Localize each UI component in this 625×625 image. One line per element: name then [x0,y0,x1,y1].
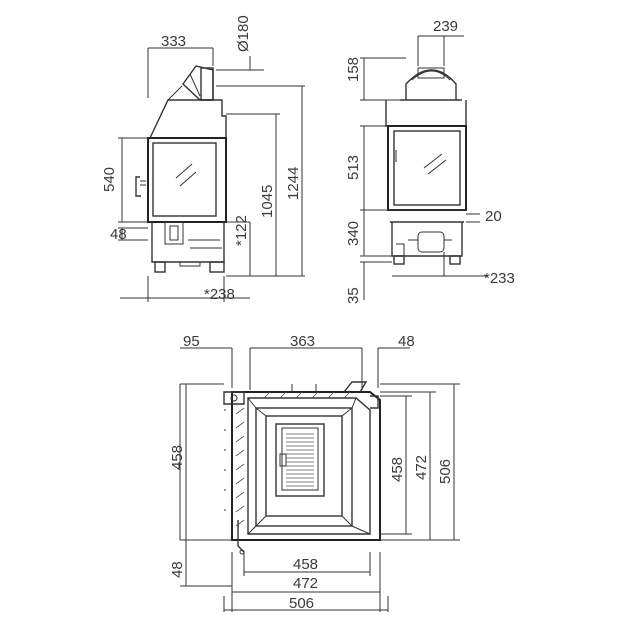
dim-right-472: 472 [413,455,430,480]
dim-inlet-233: *233 [484,270,515,287]
dim-diameter: Ø180 [235,15,252,52]
dim-glass-height: 540 [101,167,118,192]
dim-flue-height: 158 [345,57,362,82]
dim-bottom-472: 472 [293,575,318,592]
plan-view: 95 363 48 458 48 458 472 506 458 472 506 [169,333,460,612]
dim-bottom-458: 458 [293,556,318,573]
dim-right-458: 458 [389,457,406,482]
dim-door-height: 513 [345,155,362,180]
dim-width-flue: 333 [161,33,186,50]
dim-top-363: 363 [290,333,315,350]
front-view: 239 158 513 340 35 20 *233 [345,18,515,304]
dim-lower-height: 340 [345,221,362,246]
side-view: 333 Ø180 540 48 *122 1045 1244 *238 [101,15,305,303]
dim-right-48: 48 [398,333,415,350]
dim-height-122: *122 [233,215,250,246]
dim-height-1045: 1045 [259,185,276,218]
dim-foot-height: 35 [345,287,362,304]
dim-bottom-506: 506 [289,595,314,612]
dim-base-height: 48 [110,226,127,243]
dim-flue-width: 239 [433,18,458,35]
dim-offset-20: 20 [485,208,502,225]
dim-left-95: 95 [183,333,200,350]
dim-right-506: 506 [437,459,454,484]
dim-left-48: 48 [169,561,186,578]
dim-depth-238: *238 [204,286,235,303]
dim-left-458: 458 [169,445,186,470]
dim-height-1244: 1244 [285,167,302,200]
